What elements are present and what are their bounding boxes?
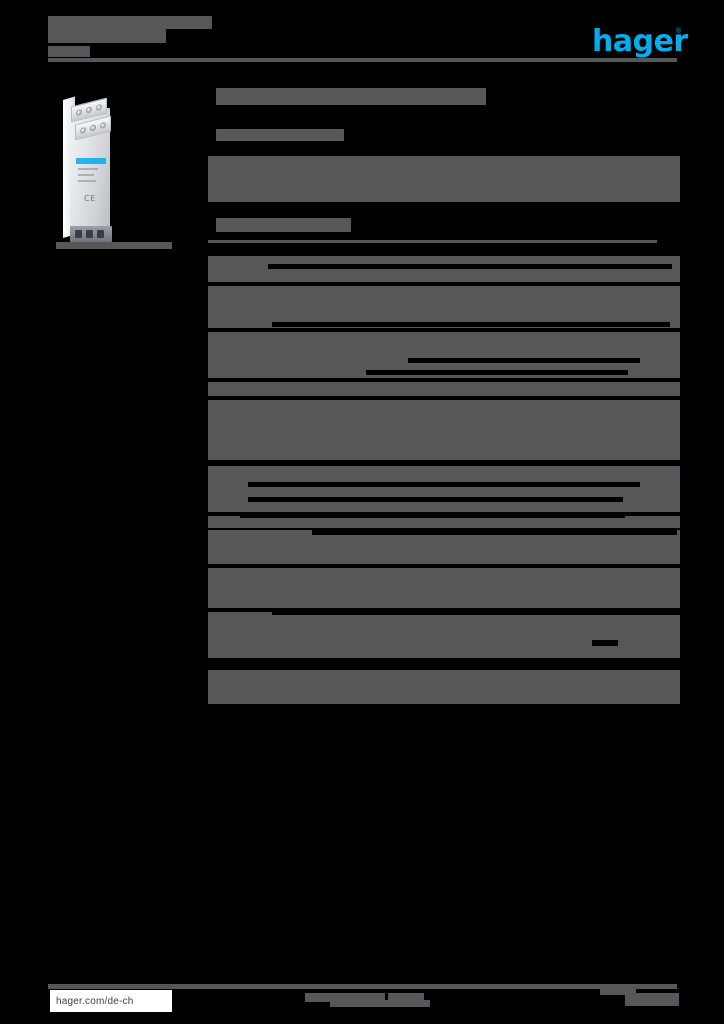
terminal-hole: [96, 103, 102, 112]
table-row: [208, 530, 680, 564]
document-title-line-2: [48, 29, 166, 43]
section-divider: [208, 240, 657, 243]
terminal-hole: [76, 108, 82, 117]
table-row: [208, 516, 680, 528]
table-row-gap: [268, 264, 672, 269]
table-row: [208, 382, 680, 396]
footer-page-number: [625, 993, 679, 1006]
footer-divider: [48, 984, 677, 989]
device-print-line: [78, 168, 98, 170]
device-print-line: [78, 180, 96, 182]
table-row-gap: [366, 370, 628, 375]
section-heading: [216, 218, 351, 232]
terminal-hole: [100, 121, 106, 130]
table-row-gap: [248, 497, 623, 502]
page-subtitle: [216, 129, 344, 141]
product-image: CE: [56, 86, 176, 258]
ce-mark-icon: CE: [84, 194, 96, 203]
table-row: [208, 568, 680, 608]
footer-center-text-3: [388, 993, 424, 1002]
terminal-hole: [90, 124, 96, 132]
intro-description-block: [208, 156, 680, 202]
footer-right-text-1: [600, 987, 636, 995]
device-print-line: [78, 174, 94, 176]
device-bottom-connector: [70, 226, 112, 242]
header-divider: [48, 58, 677, 62]
terminal-hole: [86, 106, 92, 114]
table-row-gap: [272, 322, 670, 327]
page-title: [216, 88, 486, 105]
table-row: [208, 670, 680, 704]
document-subtitle: [48, 46, 90, 57]
table-row-gap: [240, 513, 625, 518]
footer-url-box[interactable]: hager.com/de-ch: [50, 990, 172, 1012]
trademark-icon: ®: [676, 28, 682, 35]
device-brand-strip: [76, 158, 106, 164]
connector-slot: [75, 230, 82, 238]
footer-center-text-1: [305, 993, 385, 1002]
product-image-caption: [56, 242, 172, 249]
table-row-gap: [592, 640, 618, 646]
table-row: [208, 612, 680, 658]
document-title-line-1: [48, 16, 212, 29]
page-header: hager ®: [0, 0, 724, 78]
connector-slot: [97, 230, 104, 238]
table-row: [208, 400, 680, 460]
table-row-gap: [312, 530, 677, 535]
table-row: [208, 286, 680, 328]
connector-slot: [86, 230, 93, 238]
footer-url-text[interactable]: hager.com/de-ch: [56, 995, 134, 1007]
table-row-gap: [272, 610, 680, 615]
hager-logo[interactable]: hager: [592, 24, 688, 59]
footer-center-text-2: [330, 1000, 430, 1007]
table-row: [208, 256, 680, 282]
table-row: [208, 466, 680, 512]
din-rail-device-illustration: CE: [62, 96, 120, 246]
table-row-gap: [408, 358, 640, 363]
table-row-gap: [248, 482, 640, 487]
terminal-hole: [80, 126, 86, 135]
